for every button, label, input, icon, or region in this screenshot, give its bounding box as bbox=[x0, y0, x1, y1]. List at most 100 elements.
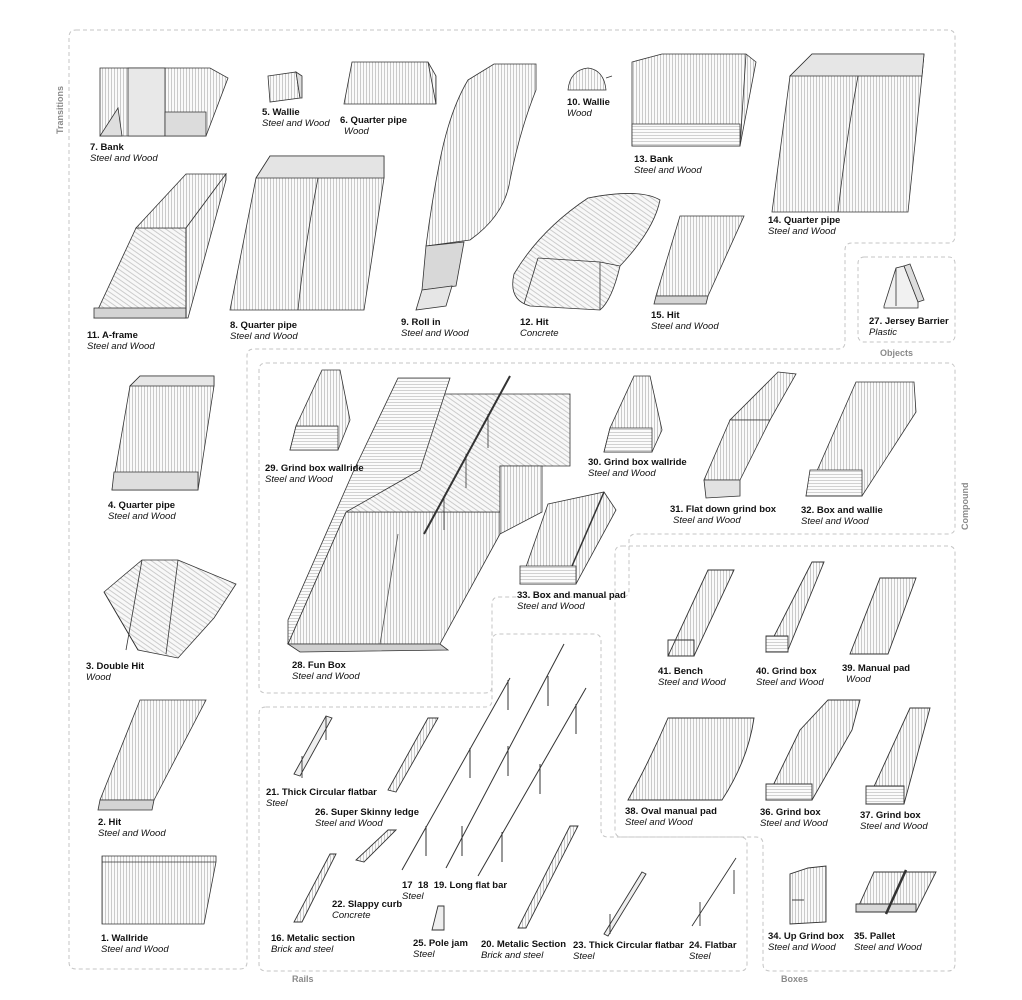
item-material: Steel bbox=[413, 949, 435, 960]
item-title: 39. Manual pad bbox=[842, 663, 911, 674]
item-title: 26. Super Skinny ledge bbox=[315, 807, 420, 818]
item-title: 29. Grind box wallride bbox=[265, 463, 364, 474]
item-title: 21. Thick Circular flatbar bbox=[266, 787, 377, 798]
item-title: 28. Fun Box bbox=[292, 660, 346, 671]
pole-jam-25-drawing bbox=[431, 905, 445, 931]
objects-group-outline bbox=[857, 256, 956, 343]
item-title: 31. Flat down grind box bbox=[670, 504, 777, 515]
group-label-transitions: Transitions bbox=[55, 85, 65, 134]
hit-2-drawing bbox=[97, 699, 207, 811]
item-material: Steel and Wood bbox=[315, 818, 383, 829]
a-frame-11-drawing bbox=[93, 172, 227, 319]
manual-pad-39-drawing bbox=[849, 577, 917, 655]
item-material: Wood bbox=[344, 126, 369, 137]
item-material: Wood bbox=[567, 108, 592, 119]
item-material: Steel and Wood bbox=[854, 942, 922, 953]
item-material: Wood bbox=[846, 674, 871, 685]
metalic-section-16-drawing bbox=[293, 853, 337, 923]
long-flat-bar-17-18-19-drawing bbox=[401, 643, 587, 877]
item-title: 27. Jersey Barrier bbox=[869, 316, 949, 327]
item-title: 33. Box and manual pad bbox=[517, 590, 626, 601]
item-title: 9. Roll in bbox=[401, 317, 441, 328]
item-title: 38. Oval manual pad bbox=[625, 806, 717, 817]
item-material: Steel and Wood bbox=[634, 165, 702, 176]
quarter-pipe-4-drawing bbox=[111, 375, 215, 491]
item-material: Wood bbox=[86, 672, 111, 683]
item-material: Steel and Wood bbox=[658, 677, 726, 688]
item-title: 32. Box and wallie bbox=[801, 505, 883, 516]
quarter-pipe-14-drawing bbox=[771, 53, 925, 213]
item-material: Concrete bbox=[332, 910, 371, 921]
oval-manual-pad-38-drawing bbox=[627, 717, 755, 801]
group-label-boxes: Boxes bbox=[781, 974, 809, 984]
item-material: Steel and Wood bbox=[801, 516, 869, 527]
bench-41-drawing bbox=[667, 569, 735, 657]
item-material: Steel bbox=[266, 798, 288, 809]
fun-box-28-drawing bbox=[286, 375, 571, 653]
item-material: Steel and Wood bbox=[87, 341, 155, 352]
roll-in-9-drawing bbox=[415, 63, 537, 311]
bank-13-drawing bbox=[631, 53, 757, 147]
item-material: Steel and Wood bbox=[265, 474, 333, 485]
metalic-section-20-drawing bbox=[517, 825, 579, 929]
super-skinny-ledge-26-drawing bbox=[387, 717, 439, 793]
item-material: Steel bbox=[573, 951, 595, 962]
wallie-10-drawing bbox=[567, 67, 613, 91]
item-material: Steel and Wood bbox=[98, 828, 166, 839]
item-title: 23. Thick Circular flatbar bbox=[573, 940, 684, 951]
box-and-wallie-32-drawing bbox=[805, 381, 917, 497]
item-title: 8. Quarter pipe bbox=[230, 320, 298, 331]
up-grind-box-34-drawing bbox=[789, 865, 827, 925]
item-title: 17 18 19. Long flat bar bbox=[402, 880, 508, 891]
item-material: Steel and Wood bbox=[756, 677, 824, 688]
item-title: 20. Metalic Section bbox=[481, 939, 567, 950]
item-material: Steel and Wood bbox=[262, 118, 330, 129]
grind-box-36-drawing bbox=[765, 699, 861, 801]
item-material: Steel and Wood bbox=[230, 331, 298, 342]
item-material: Steel and Wood bbox=[517, 601, 585, 612]
item-title: 30. Grind box wallride bbox=[588, 457, 687, 468]
item-material: Steel and Wood bbox=[673, 515, 741, 526]
item-title: 40. Grind box bbox=[756, 666, 817, 677]
group-label-rails: Rails bbox=[292, 974, 314, 984]
item-title: 1. Wallride bbox=[101, 933, 149, 944]
compound-group-outline bbox=[258, 362, 956, 694]
group-label-compound: Compound bbox=[960, 482, 970, 531]
item-material: Steel and Wood bbox=[651, 321, 719, 332]
item-material: Steel and Wood bbox=[760, 818, 828, 829]
item-material: Steel and Wood bbox=[625, 817, 693, 828]
item-title: 16. Metalic section bbox=[271, 933, 355, 944]
item-title: 13. Bank bbox=[634, 154, 674, 165]
item-title: 4. Quarter pipe bbox=[108, 500, 176, 511]
item-title: 22. Slappy curb bbox=[332, 899, 403, 910]
item-title: 15. Hit bbox=[651, 310, 680, 321]
item-material: Plastic bbox=[869, 327, 897, 338]
item-material: Steel and Wood bbox=[768, 942, 836, 953]
rails-group-outline bbox=[258, 633, 748, 972]
slappy-curb-22-drawing bbox=[355, 829, 398, 863]
flatbar-24-drawing bbox=[691, 857, 737, 927]
flat-down-grind-box-31-drawing bbox=[703, 371, 797, 499]
item-material: Steel bbox=[689, 951, 711, 962]
